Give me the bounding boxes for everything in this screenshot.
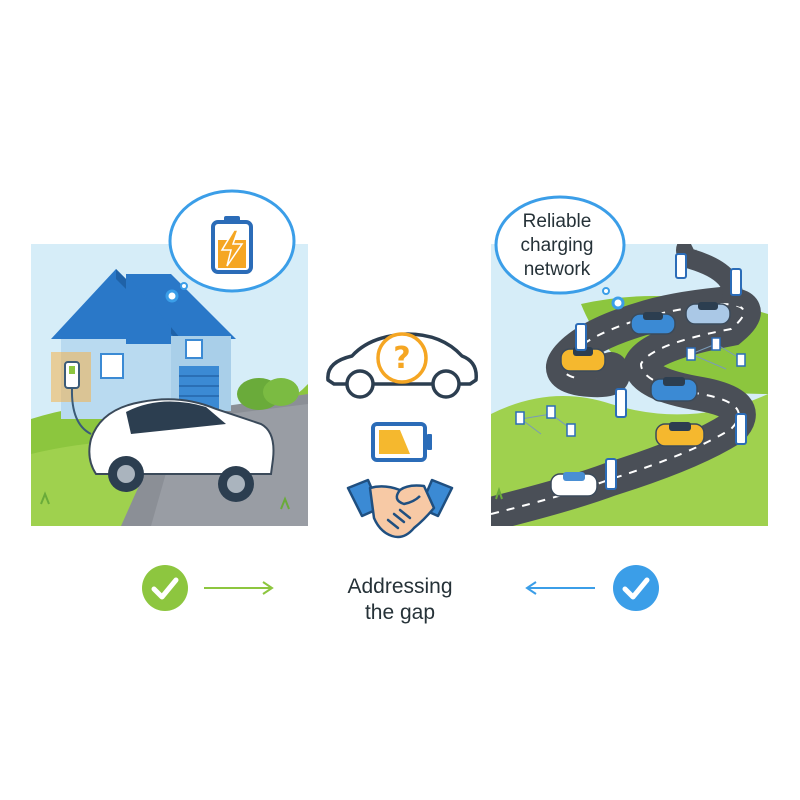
car-question-icon: ? [322, 322, 482, 409]
bubble-line-3: network [523, 259, 591, 280]
battery-charging-icon [210, 216, 254, 279]
svg-text:?: ? [393, 341, 410, 376]
caption-line-2: the gap [364, 601, 436, 624]
right-arrow-icon [203, 580, 275, 601]
handshake-icon [344, 474, 456, 551]
charging-network-illustration [491, 244, 768, 526]
caption-line-1: Addressing [347, 575, 453, 598]
home-charging-illustration [31, 244, 308, 526]
right-check-icon [612, 564, 660, 617]
left-arrow-icon [524, 580, 596, 601]
battery-partial-icon [370, 420, 434, 469]
battery-speech-bubble [162, 186, 302, 304]
bubble-line-1: Reliable [522, 211, 592, 232]
addressing-the-gap-caption: Addressing the gap [300, 574, 500, 626]
bubble-line-2: charging [520, 235, 594, 256]
network-bubble-text: Reliable charging network [493, 210, 621, 282]
network-speech-bubble [490, 195, 630, 313]
left-check-icon [141, 564, 189, 617]
